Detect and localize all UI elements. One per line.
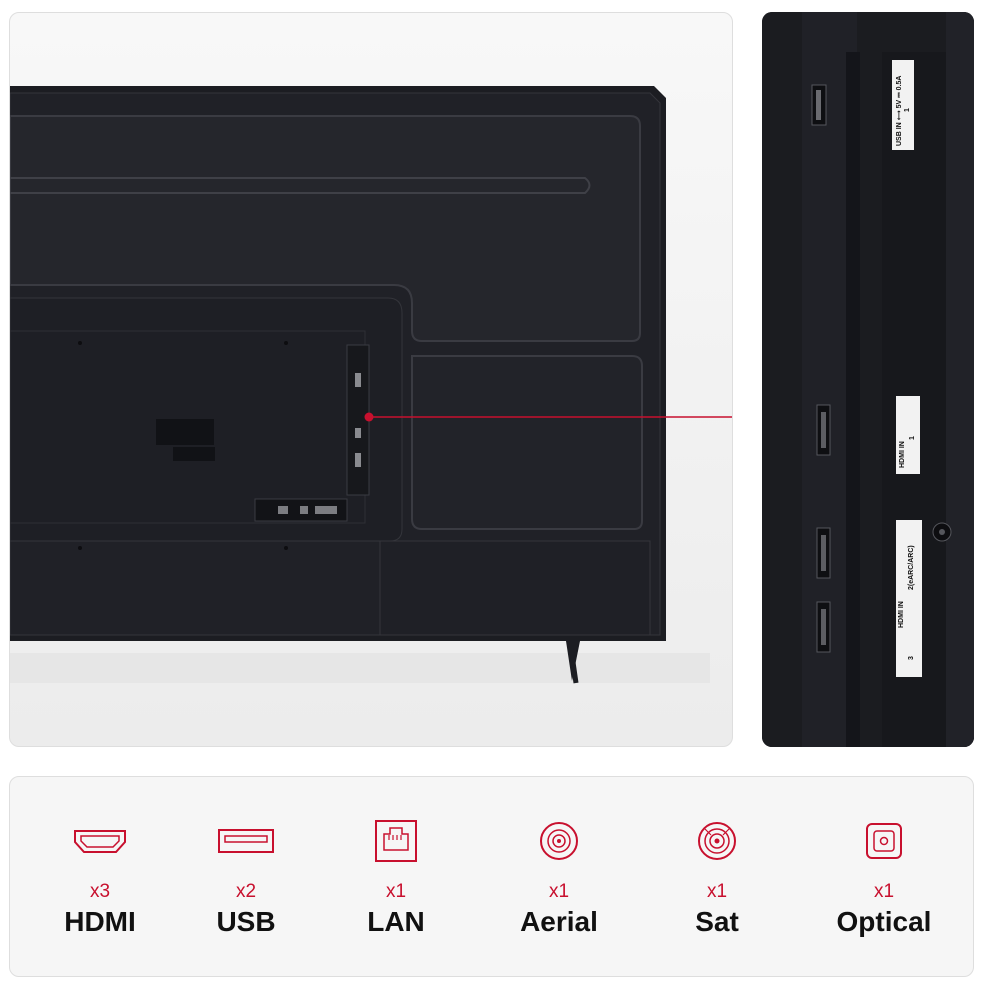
lan-count: x1: [385, 881, 407, 902]
port-optical: x1 Optical: [804, 817, 964, 939]
usb-in-label: USB IN ⟷ 5V ⎓ 0.5A 1: [892, 60, 914, 150]
usb-icon: [166, 817, 326, 865]
aerial-icon: [479, 817, 639, 865]
sat-count: x1: [706, 881, 728, 902]
optical-name: Optical: [836, 906, 932, 937]
hdmi-in-2-3-label-line2: 2(eARC/ARC): [908, 545, 915, 590]
usb-name: USB: [216, 906, 276, 937]
lan-name: LAN: [367, 906, 425, 937]
hdmi-name: HDMI: [64, 906, 136, 937]
usb-in-label-line2: 1: [904, 108, 911, 112]
hdmi-in-1-label-line1: HDMI IN: [899, 441, 906, 468]
hdmi-in-2-3-label-line3: 3: [908, 656, 915, 660]
hdmi-icon: [20, 817, 180, 865]
aerial-count: x1: [548, 881, 570, 902]
hdmi-in-2-3-label: HDMI IN 2(eARC/ARC) 3: [896, 520, 922, 677]
usb-count: x2: [235, 881, 257, 902]
port-sat: x1 Sat: [637, 817, 797, 939]
ports-summary: x3 HDMI x2 USB x1 LAN: [9, 776, 974, 977]
port-lan: x1 LAN: [316, 817, 476, 939]
hdmi-in-1-label: HDMI IN 1: [896, 396, 920, 474]
optical-icon: [804, 817, 964, 865]
lan-icon: [316, 817, 476, 865]
hdmi-count: x3: [89, 881, 111, 902]
port-usb: x2 USB: [166, 817, 326, 939]
port-closeup-image: USB IN ⟷ 5V ⎓ 0.5A 1 HDMI IN 1 HDMI IN 2…: [762, 12, 974, 747]
sat-name: Sat: [695, 906, 739, 937]
tv-back-image: [9, 12, 733, 747]
sat-icon: [637, 817, 797, 865]
optical-count: x1: [873, 881, 895, 902]
port-hdmi: x3 HDMI: [20, 817, 180, 939]
usb-in-label-line1: USB IN ⟷ 5V ⎓ 0.5A: [896, 75, 903, 146]
port-aerial: x1 Aerial: [479, 817, 639, 939]
hdmi-in-1-label-line2: 1: [909, 436, 916, 440]
aerial-name: Aerial: [520, 906, 598, 937]
hdmi-in-2-3-label-line1: HDMI IN: [898, 601, 905, 628]
tv-back-illustration: [10, 86, 732, 684]
port-closeup-illustration: [762, 12, 974, 747]
